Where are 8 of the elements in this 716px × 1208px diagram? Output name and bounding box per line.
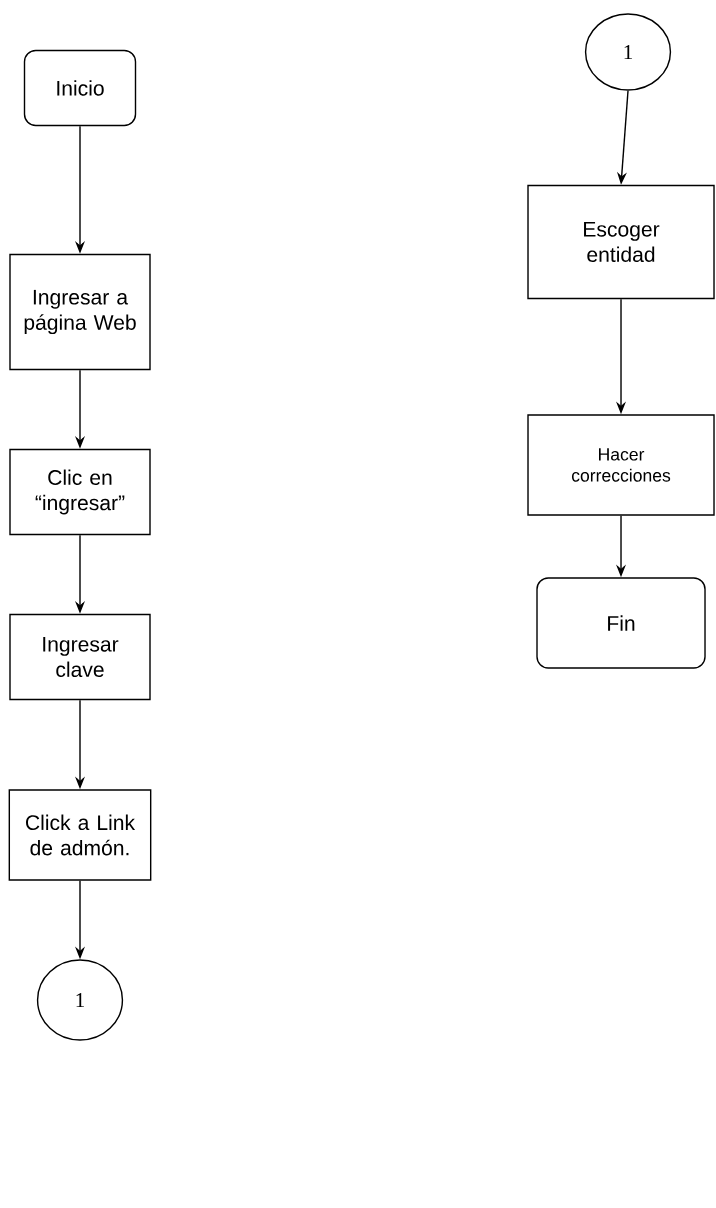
process-box: Clic en “ingresar”	[9, 448, 151, 536]
terminal-box: Fin	[536, 577, 706, 669]
process-box: Click a Link de admón.	[8, 789, 152, 881]
terminal-box: Inicio	[23, 49, 137, 127]
process-box: Ingresar a página Web	[9, 253, 151, 371]
process-box: Escoger entidad	[527, 184, 715, 300]
process-box: Ingresar clave	[9, 613, 151, 701]
process-box: Hacer correcciones	[527, 414, 715, 516]
